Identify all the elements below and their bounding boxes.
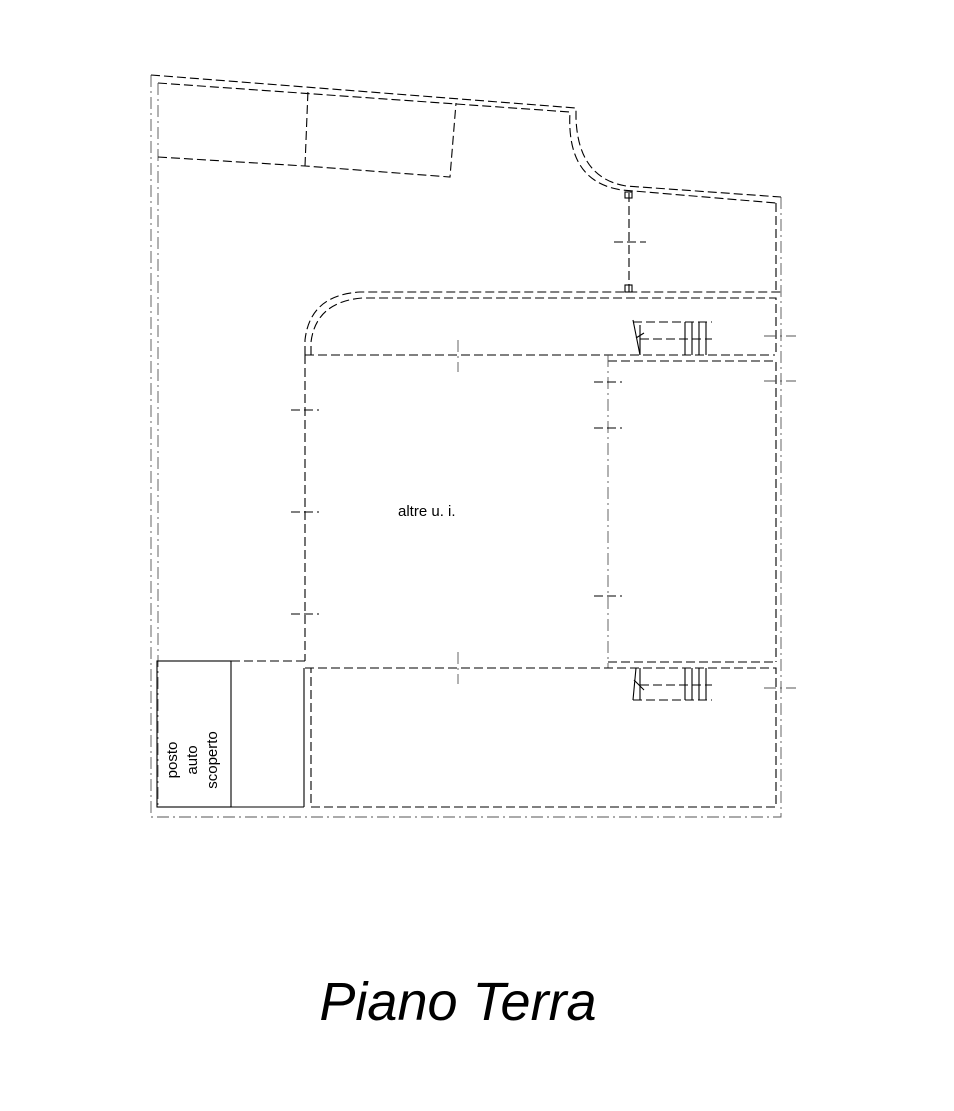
plan-title: Piano Terra <box>319 972 596 1032</box>
other-units-label: altre u. i. <box>398 503 456 520</box>
parking-area <box>156 660 305 808</box>
partition <box>614 191 777 293</box>
parking-label-line3: scoperto <box>204 731 221 789</box>
parking-label-line1: posto <box>164 742 181 779</box>
stairs-bottom <box>632 667 712 701</box>
top-strip-rooms <box>157 89 457 178</box>
parking-label: posto auto scoperto <box>164 731 221 789</box>
parking-label-line2: auto <box>184 745 201 774</box>
stairs-top <box>632 319 712 356</box>
central-building <box>291 291 796 808</box>
outer-boundary <box>150 74 782 818</box>
